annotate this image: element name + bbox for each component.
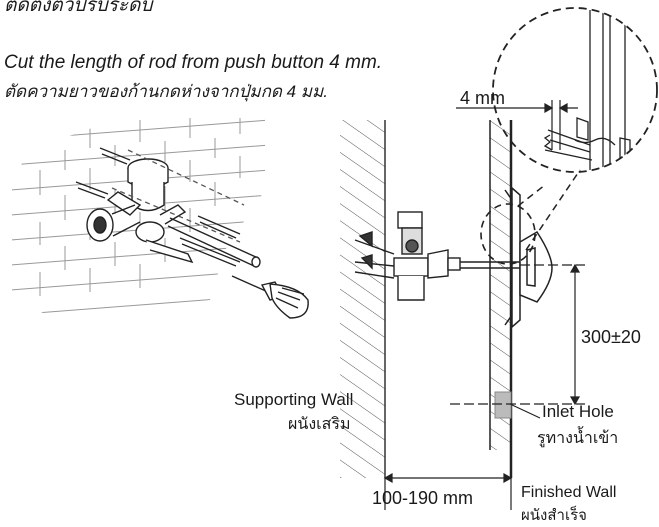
valve-side-view	[354, 211, 520, 301]
inlet-hole	[494, 391, 512, 419]
instruction-english: Cut the length of rod from push button 4…	[4, 52, 383, 73]
finished-wall-label-thai: ผนังสำเร็จ	[521, 507, 587, 524]
supporting-wall-label-thai: ผนังเสริม	[288, 416, 351, 433]
height-label: 300±20	[581, 327, 641, 347]
inlet-hole-label: Inlet Hole	[542, 402, 614, 421]
screwdriver-icon	[231, 275, 309, 319]
instruction-thai: ตัดความยาวของก้านกดห่างจากปุ่มกด 4 มม.	[4, 82, 328, 101]
supporting-wall	[340, 120, 386, 478]
finished-wall	[489, 120, 513, 478]
wall-anchors	[75, 147, 245, 267]
rod-gap-dimension	[456, 100, 578, 150]
wall-gap-dimension	[383, 472, 513, 510]
header-partial-text: ติดตั้งตัวปรับระดับ	[4, 0, 153, 16]
callout-marker	[480, 203, 536, 265]
height-dimension	[450, 263, 585, 406]
detail-magnifier	[492, 7, 658, 173]
wall-gap-label: 100-190 mm	[372, 488, 474, 508]
rod-gap-label: 4 mm	[460, 88, 505, 108]
supporting-wall-label: Supporting Wall	[234, 390, 354, 409]
brick-wall-perspective	[12, 118, 265, 316]
inlet-hole-label-thai: รูทางน้ำเข้า	[537, 430, 619, 447]
flush-plate	[504, 186, 553, 329]
finished-wall-label: Finished Wall	[521, 484, 617, 501]
valve-isometric	[86, 158, 261, 268]
